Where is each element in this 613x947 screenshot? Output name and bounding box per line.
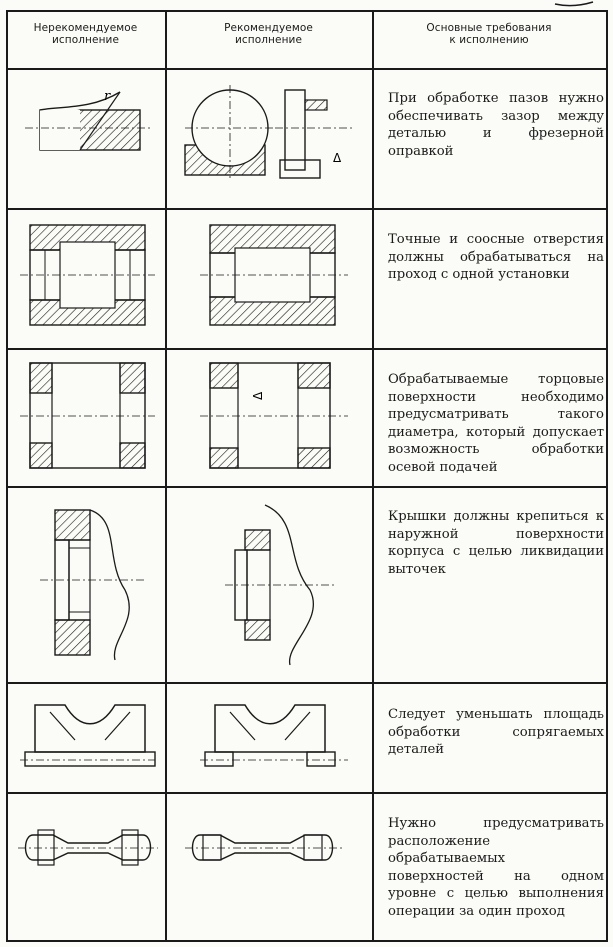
- drawing-bore-recommended: [200, 224, 348, 326]
- table-row-divider-4: [6, 682, 608, 684]
- drawing-level-not-recommended: [18, 829, 158, 866]
- page-corner-mark: [554, 1, 594, 7]
- table-row-divider-5: [6, 792, 608, 794]
- requirement-text-row-6: Нужно предусматривать расположение обраб…: [388, 816, 604, 919]
- clearance-label-row-3: Δ: [251, 391, 265, 400]
- drawing-cover-not-recommended: [40, 509, 145, 661]
- table-column-divider-2: [372, 10, 374, 942]
- requirement-text-row-2: Точные и соосные отверстия должны обраба…: [388, 232, 604, 282]
- drawing-level-recommended: [185, 834, 345, 861]
- drawing-face-not-recommended: [20, 362, 155, 469]
- radius-label: r: [104, 89, 111, 104]
- drawing-mating-not-recommended: [20, 704, 156, 767]
- drawing-slot-not-recommended: r: [25, 89, 150, 151]
- table-column-divider-1: [165, 10, 167, 942]
- drawing-face-recommended: Δ: [200, 362, 348, 469]
- drawing-bore-not-recommended: [20, 224, 155, 326]
- requirement-text-row-1: При обработке пазов нужно обеспечивать з…: [388, 91, 604, 159]
- table-header-divider: [6, 68, 608, 70]
- requirement-text-row-4: Крышки должны крепиться к наружной повер…: [388, 509, 604, 577]
- table-border-right: [606, 10, 608, 942]
- drawing-mating-recommended: [200, 704, 348, 767]
- table-row-divider-1: [6, 208, 608, 210]
- requirement-text-row-3: Обрабатываемые торцовые поверхности необ…: [388, 372, 604, 475]
- clearance-label-row-1: Δ: [333, 151, 342, 165]
- drawing-slot-recommended: Δ: [184, 85, 355, 180]
- table-row-divider-2: [6, 348, 608, 350]
- table-border-left: [6, 10, 8, 942]
- drawing-cover-recommended: [225, 504, 335, 666]
- requirement-text-row-5: Следует уменьшать площадь обработки сопр…: [388, 707, 604, 757]
- table-border-bottom: [6, 940, 608, 942]
- table-border-top: [6, 10, 608, 12]
- table-row-divider-3: [6, 486, 608, 488]
